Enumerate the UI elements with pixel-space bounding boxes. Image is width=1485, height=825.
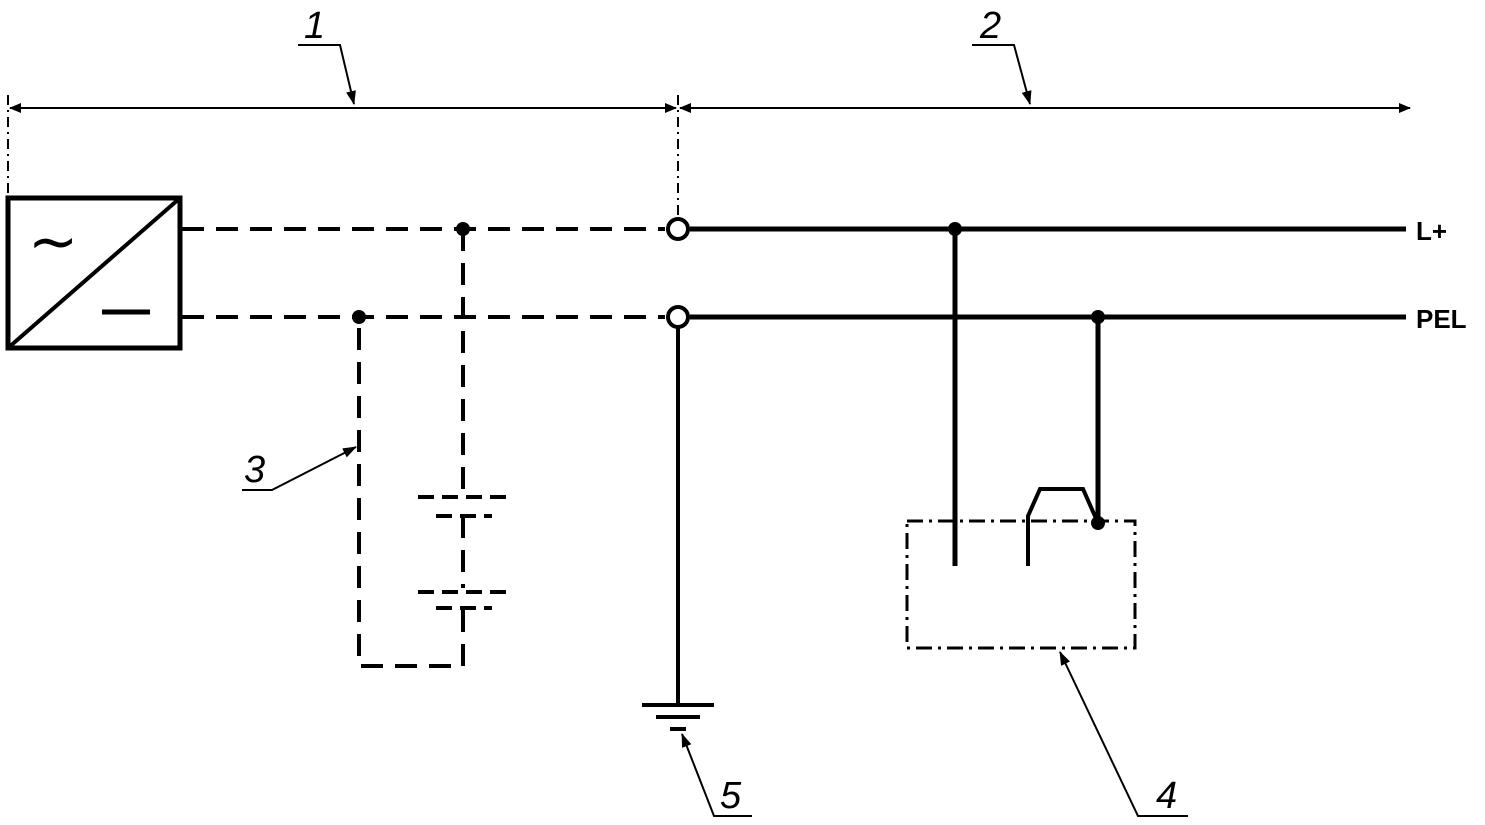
callout-1-label: 1 <box>304 5 325 47</box>
junction-dot-l-plus-battery <box>456 222 470 236</box>
equipment-enclosure <box>905 519 1137 650</box>
callout-5-label: 5 <box>720 775 742 817</box>
junction-dot-enclosure <box>1091 516 1105 530</box>
load-switch-contact <box>1026 487 1100 566</box>
ac-symbol: ~ <box>28 207 78 277</box>
callout-2-leader <box>972 44 1032 105</box>
line-label-pel: PEL <box>1416 304 1467 334</box>
battery-return-path <box>357 317 465 668</box>
callout-4-leader <box>1059 651 1188 817</box>
ac-dc-converter-box <box>5 195 183 351</box>
terminal-pel <box>666 305 690 329</box>
callout-5-leader <box>681 733 752 817</box>
converter-diagonal <box>6 196 182 350</box>
line-label-l-plus: L+ <box>1416 216 1447 246</box>
callout-3-label: 3 <box>244 449 265 491</box>
callout-2-label: 2 <box>979 5 1001 47</box>
callout-4-label: 4 <box>1156 775 1177 817</box>
terminal-l-plus <box>666 217 690 241</box>
junction-dot-pel-battery <box>352 310 366 324</box>
callout-3-leader <box>242 446 357 491</box>
callout-1-leader <box>298 44 356 105</box>
